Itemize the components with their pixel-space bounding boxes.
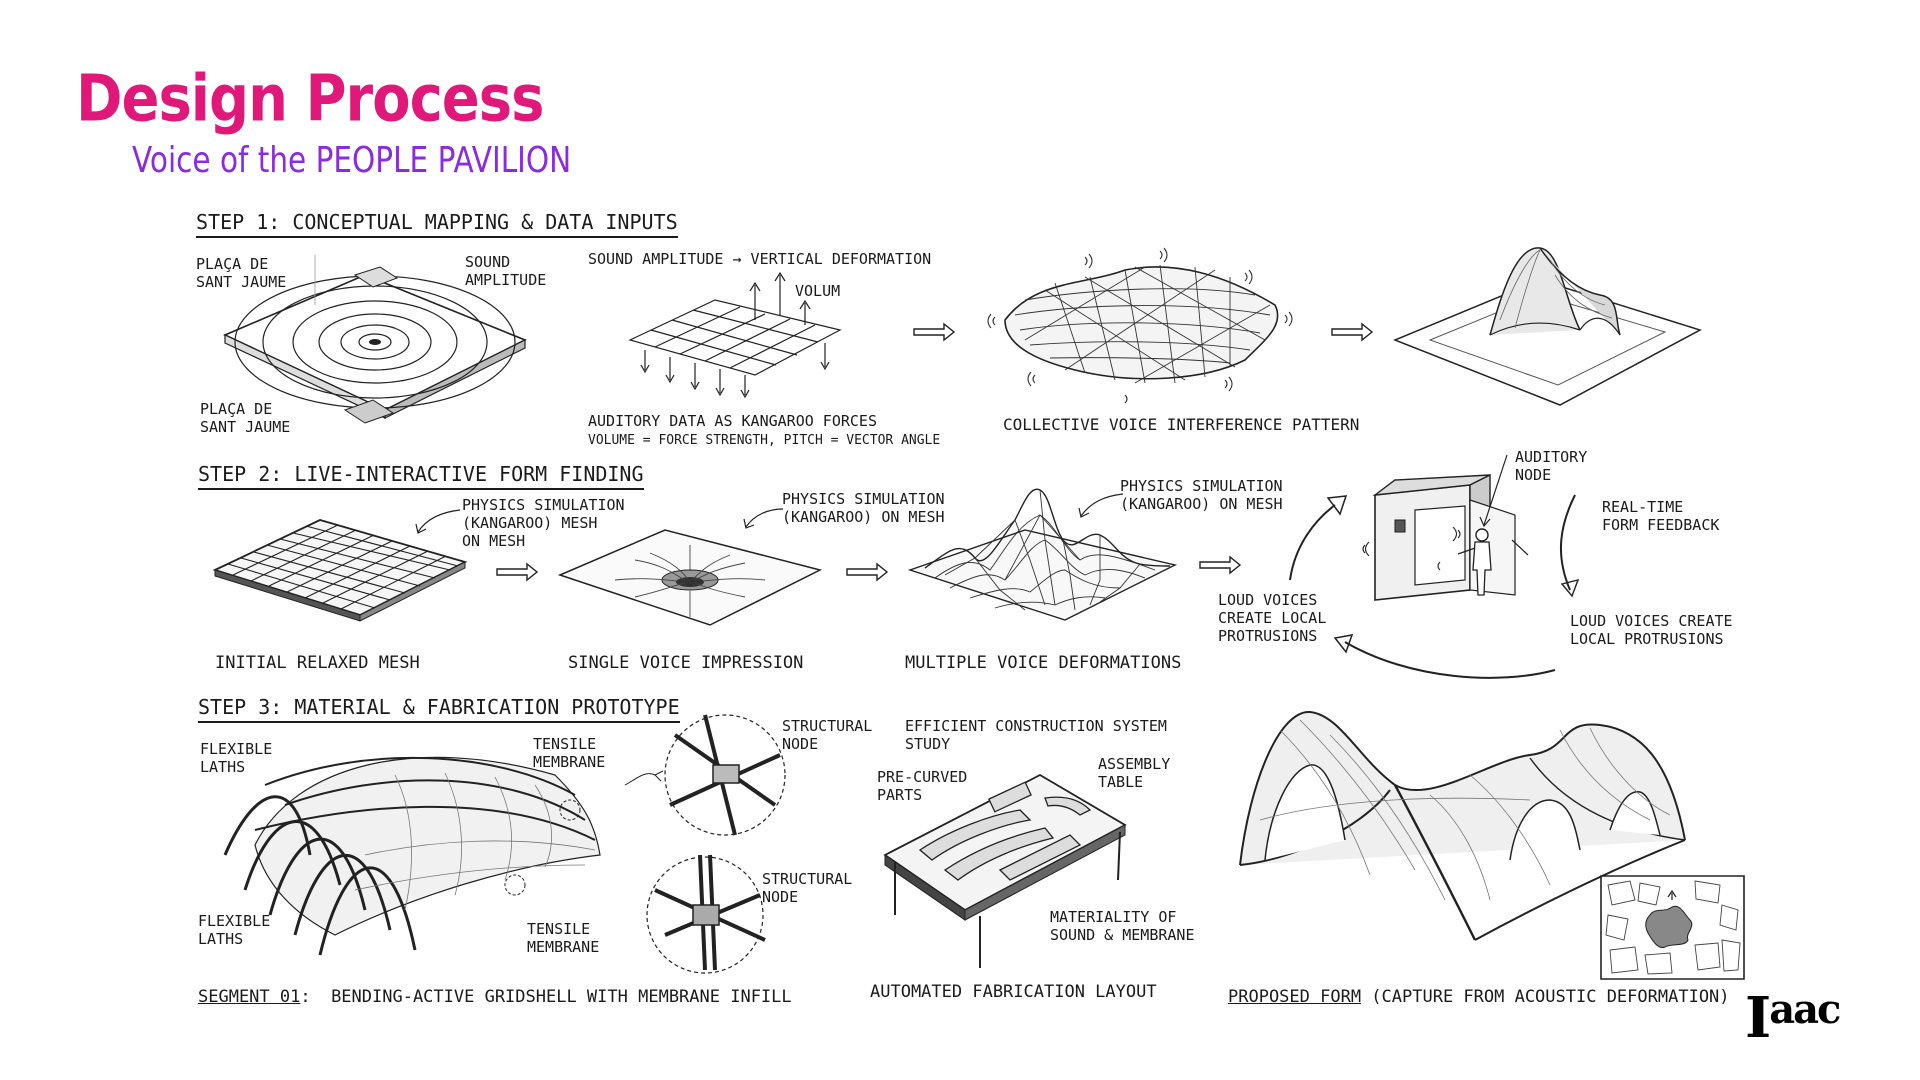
volum-label: VOLUM <box>795 282 841 300</box>
force-grid-diagram <box>625 275 855 405</box>
plaza-label-bottom: PLAÇA DE SANT JAUME <box>200 400 291 436</box>
assembly-table-label: ASSEMBLY TABLE <box>1098 755 1171 791</box>
gridshell-sketch <box>215 725 625 955</box>
assembly-table-sketch <box>880 770 1130 970</box>
auditory-sub-label: VOLUME = FORCE STRENGTH, PITCH = VECTOR … <box>588 433 941 448</box>
pointer-arrow-icon <box>1075 490 1125 520</box>
precurved-parts-label: PRE-CURVED PARTS <box>877 768 968 804</box>
structural-nodes-sketch <box>615 705 865 985</box>
step2-heading: STEP 2: LIVE-INTERACTIVE FORM FINDING <box>198 462 644 490</box>
location-map-inset <box>1600 875 1745 980</box>
pavilion-on-plaza-sketch <box>1390 240 1710 410</box>
page-subtitle: Voice of the PEOPLE PAVILION <box>132 140 572 181</box>
plaza-label-top: PLAÇA DE SANT JAUME <box>196 255 287 291</box>
proposed-rest: (CAPTURE FROM ACOUSTIC DEFORMATION) <box>1361 987 1730 1007</box>
loud-voices-right-label: LOUD VOICES CREATE LOCAL PROTRUSIONS <box>1570 612 1733 648</box>
physics-label-2: PHYSICS SIMULATION (KANGAROO) ON MESH <box>782 490 945 526</box>
pointer-arrow-icon <box>740 505 785 530</box>
step3-heading: STEP 3: MATERIAL & FABRICATION PROTOTYPE <box>198 695 680 723</box>
realtime-feedback-label: REAL-TIME FORM FEEDBACK <box>1602 498 1720 534</box>
tensile-membrane-top-label: TENSILE MEMBRANE <box>533 735 606 771</box>
segment-rest: : BENDING-ACTIVE GRIDSHELL WITH MEMBRANE… <box>300 987 792 1007</box>
initial-mesh-caption: INITIAL RELAXED MESH <box>215 653 420 673</box>
auditory-data-label: AUDITORY DATA AS KANGAROO FORCES <box>588 412 877 430</box>
proposed-caption: PROPOSED FORM (CAPTURE FROM ACOUSTIC DEF… <box>1228 987 1730 1007</box>
page-title: Design Process <box>76 62 544 137</box>
flexible-laths-bottom-label: FLEXIBLE LATHS <box>198 912 271 948</box>
proposed-prefix: PROPOSED FORM <box>1228 987 1362 1007</box>
multiple-voice-caption: MULTIPLE VOICE DEFORMATIONS <box>905 653 1182 673</box>
flow-arrow-icon <box>912 323 956 341</box>
single-voice-caption: SINGLE VOICE IMPRESSION <box>568 653 804 673</box>
flow-arrow-icon <box>1198 556 1242 574</box>
deformation-title: SOUND AMPLITUDE → VERTICAL DEFORMATION <box>588 250 932 268</box>
flow-arrow-icon <box>495 563 539 581</box>
pointer-arrow-icon <box>412 506 462 536</box>
initial-mesh-sketch <box>210 510 470 620</box>
interference-caption: COLLECTIVE VOICE INTERFERENCE PATTERN <box>1003 415 1360 434</box>
feedback-cycle-sketch <box>1270 470 1600 680</box>
plaza-concentric-diagram <box>215 245 535 445</box>
single-voice-sketch <box>555 525 825 635</box>
iaac-logo: Iaac <box>1745 985 1841 1051</box>
flexible-laths-top-label: FLEXIBLE LATHS <box>200 740 273 776</box>
structural-node-top-label: STRUCTURAL NODE <box>782 717 873 753</box>
efficient-construction-label: EFFICIENT CONSTRUCTION SYSTEM STUDY <box>905 717 1167 753</box>
materiality-label: MATERIALITY OF SOUND & MEMBRANE <box>1050 908 1195 944</box>
auditory-node-label: AUDITORY NODE <box>1515 448 1588 484</box>
physics-label-3: PHYSICS SIMULATION (KANGAROO) ON MESH <box>1120 477 1283 513</box>
loud-voices-left-label: LOUD VOICES CREATE LOCAL PROTRUSIONS <box>1218 591 1327 645</box>
flow-arrow-icon <box>1330 323 1374 341</box>
interference-mesh-sketch <box>985 245 1305 405</box>
flow-arrow-icon <box>845 563 889 581</box>
segment-caption: SEGMENT 01: BENDING-ACTIVE GRIDSHELL WIT… <box>198 987 792 1007</box>
segment-prefix: SEGMENT 01 <box>198 987 301 1007</box>
physics-label-1: PHYSICS SIMULATION (KANGAROO) MESH ON ME… <box>462 496 625 550</box>
proposed-form-sketch <box>1230 700 1750 950</box>
tensile-membrane-bottom-label: TENSILE MEMBRANE <box>527 920 600 956</box>
sound-amplitude-label: SOUND AMPLITUDE <box>465 253 547 289</box>
automated-caption: AUTOMATED FABRICATION LAYOUT <box>870 982 1157 1002</box>
structural-node-bottom-label: STRUCTURAL NODE <box>762 870 853 906</box>
step1-heading: STEP 1: CONCEPTUAL MAPPING & DATA INPUTS <box>196 210 678 238</box>
multiple-voice-sketch <box>905 480 1180 630</box>
